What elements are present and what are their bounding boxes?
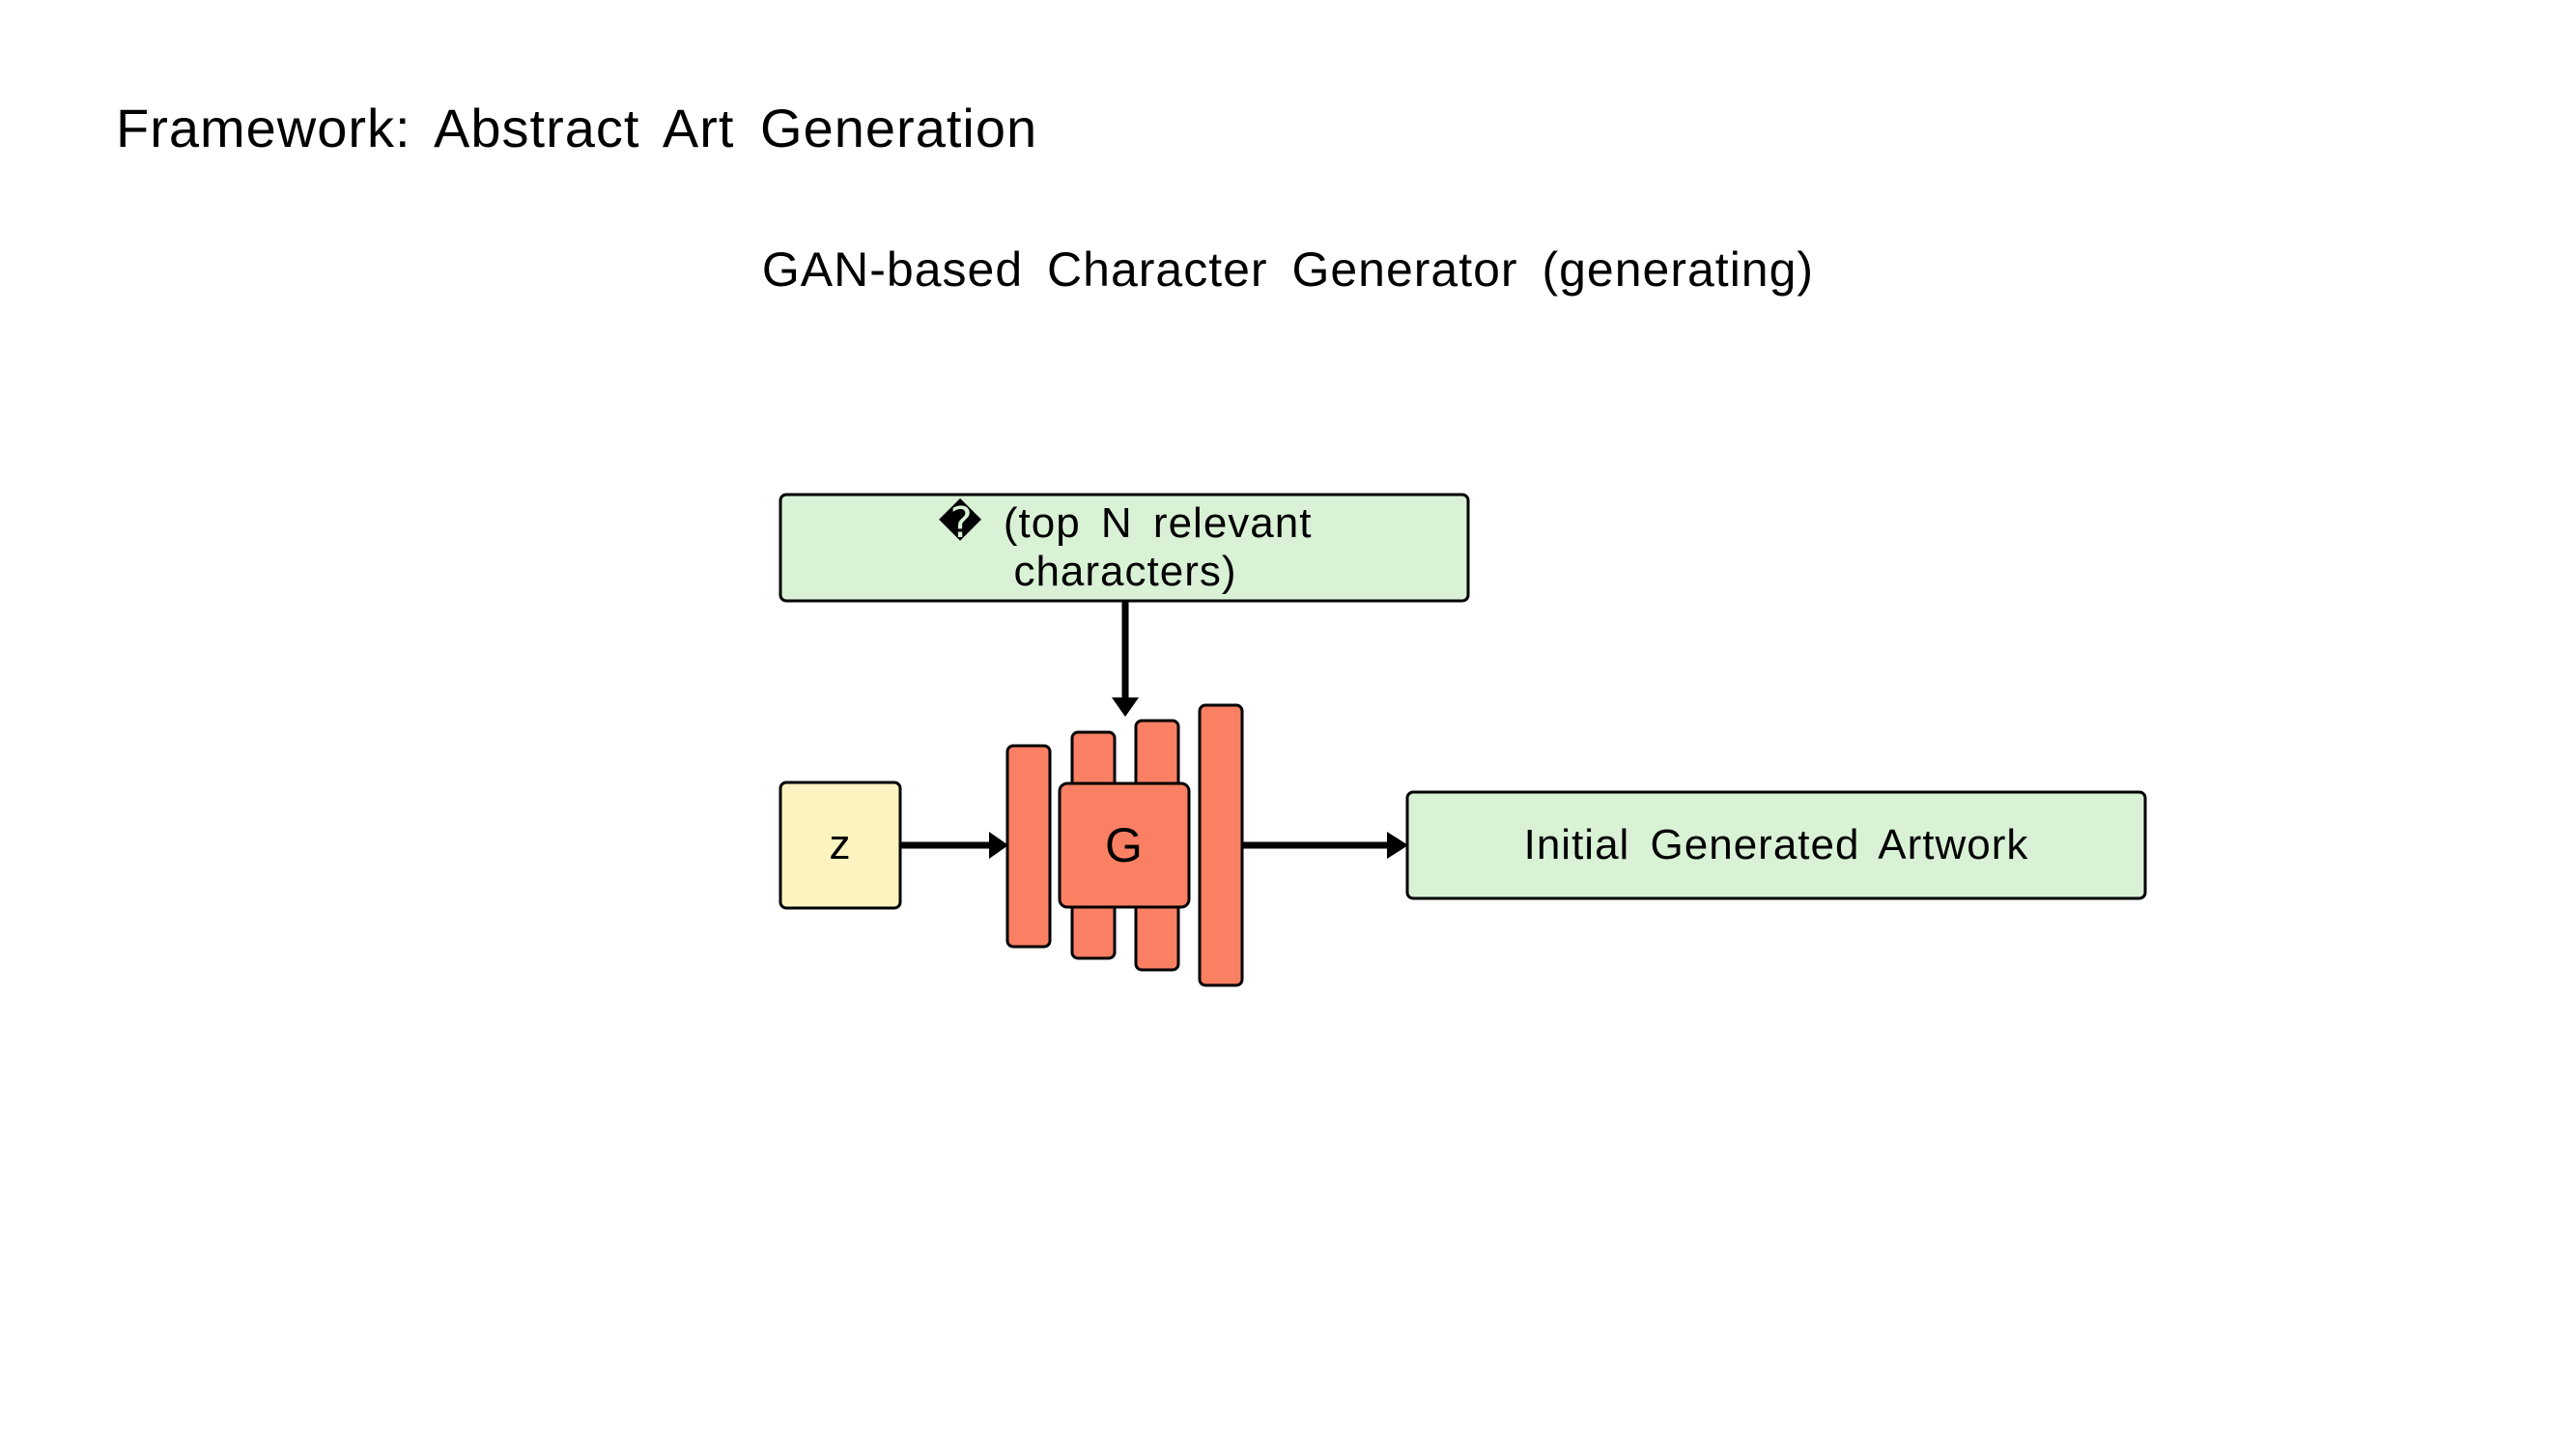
condition-box-label: � (top N relevant characters)	[938, 499, 1313, 595]
diagram-title: GAN-based Character Generator (generatin…	[761, 242, 1815, 297]
generator-layer-4	[1198, 703, 1244, 987]
slide-title: Framework: Abstract Art Generation	[116, 98, 1038, 158]
output-box-label: Initial Generated Artwork	[1523, 821, 2029, 868]
noise-box-label: z	[829, 821, 852, 868]
generator-layer-1	[1005, 744, 1052, 949]
generator-label: G	[1105, 818, 1144, 872]
output-box	[1405, 790, 2147, 900]
generator-block	[1058, 781, 1191, 909]
condition-arrowhead	[1112, 697, 1139, 717]
noise-arrowhead	[989, 832, 1008, 859]
output-arrowhead	[1387, 832, 1408, 859]
